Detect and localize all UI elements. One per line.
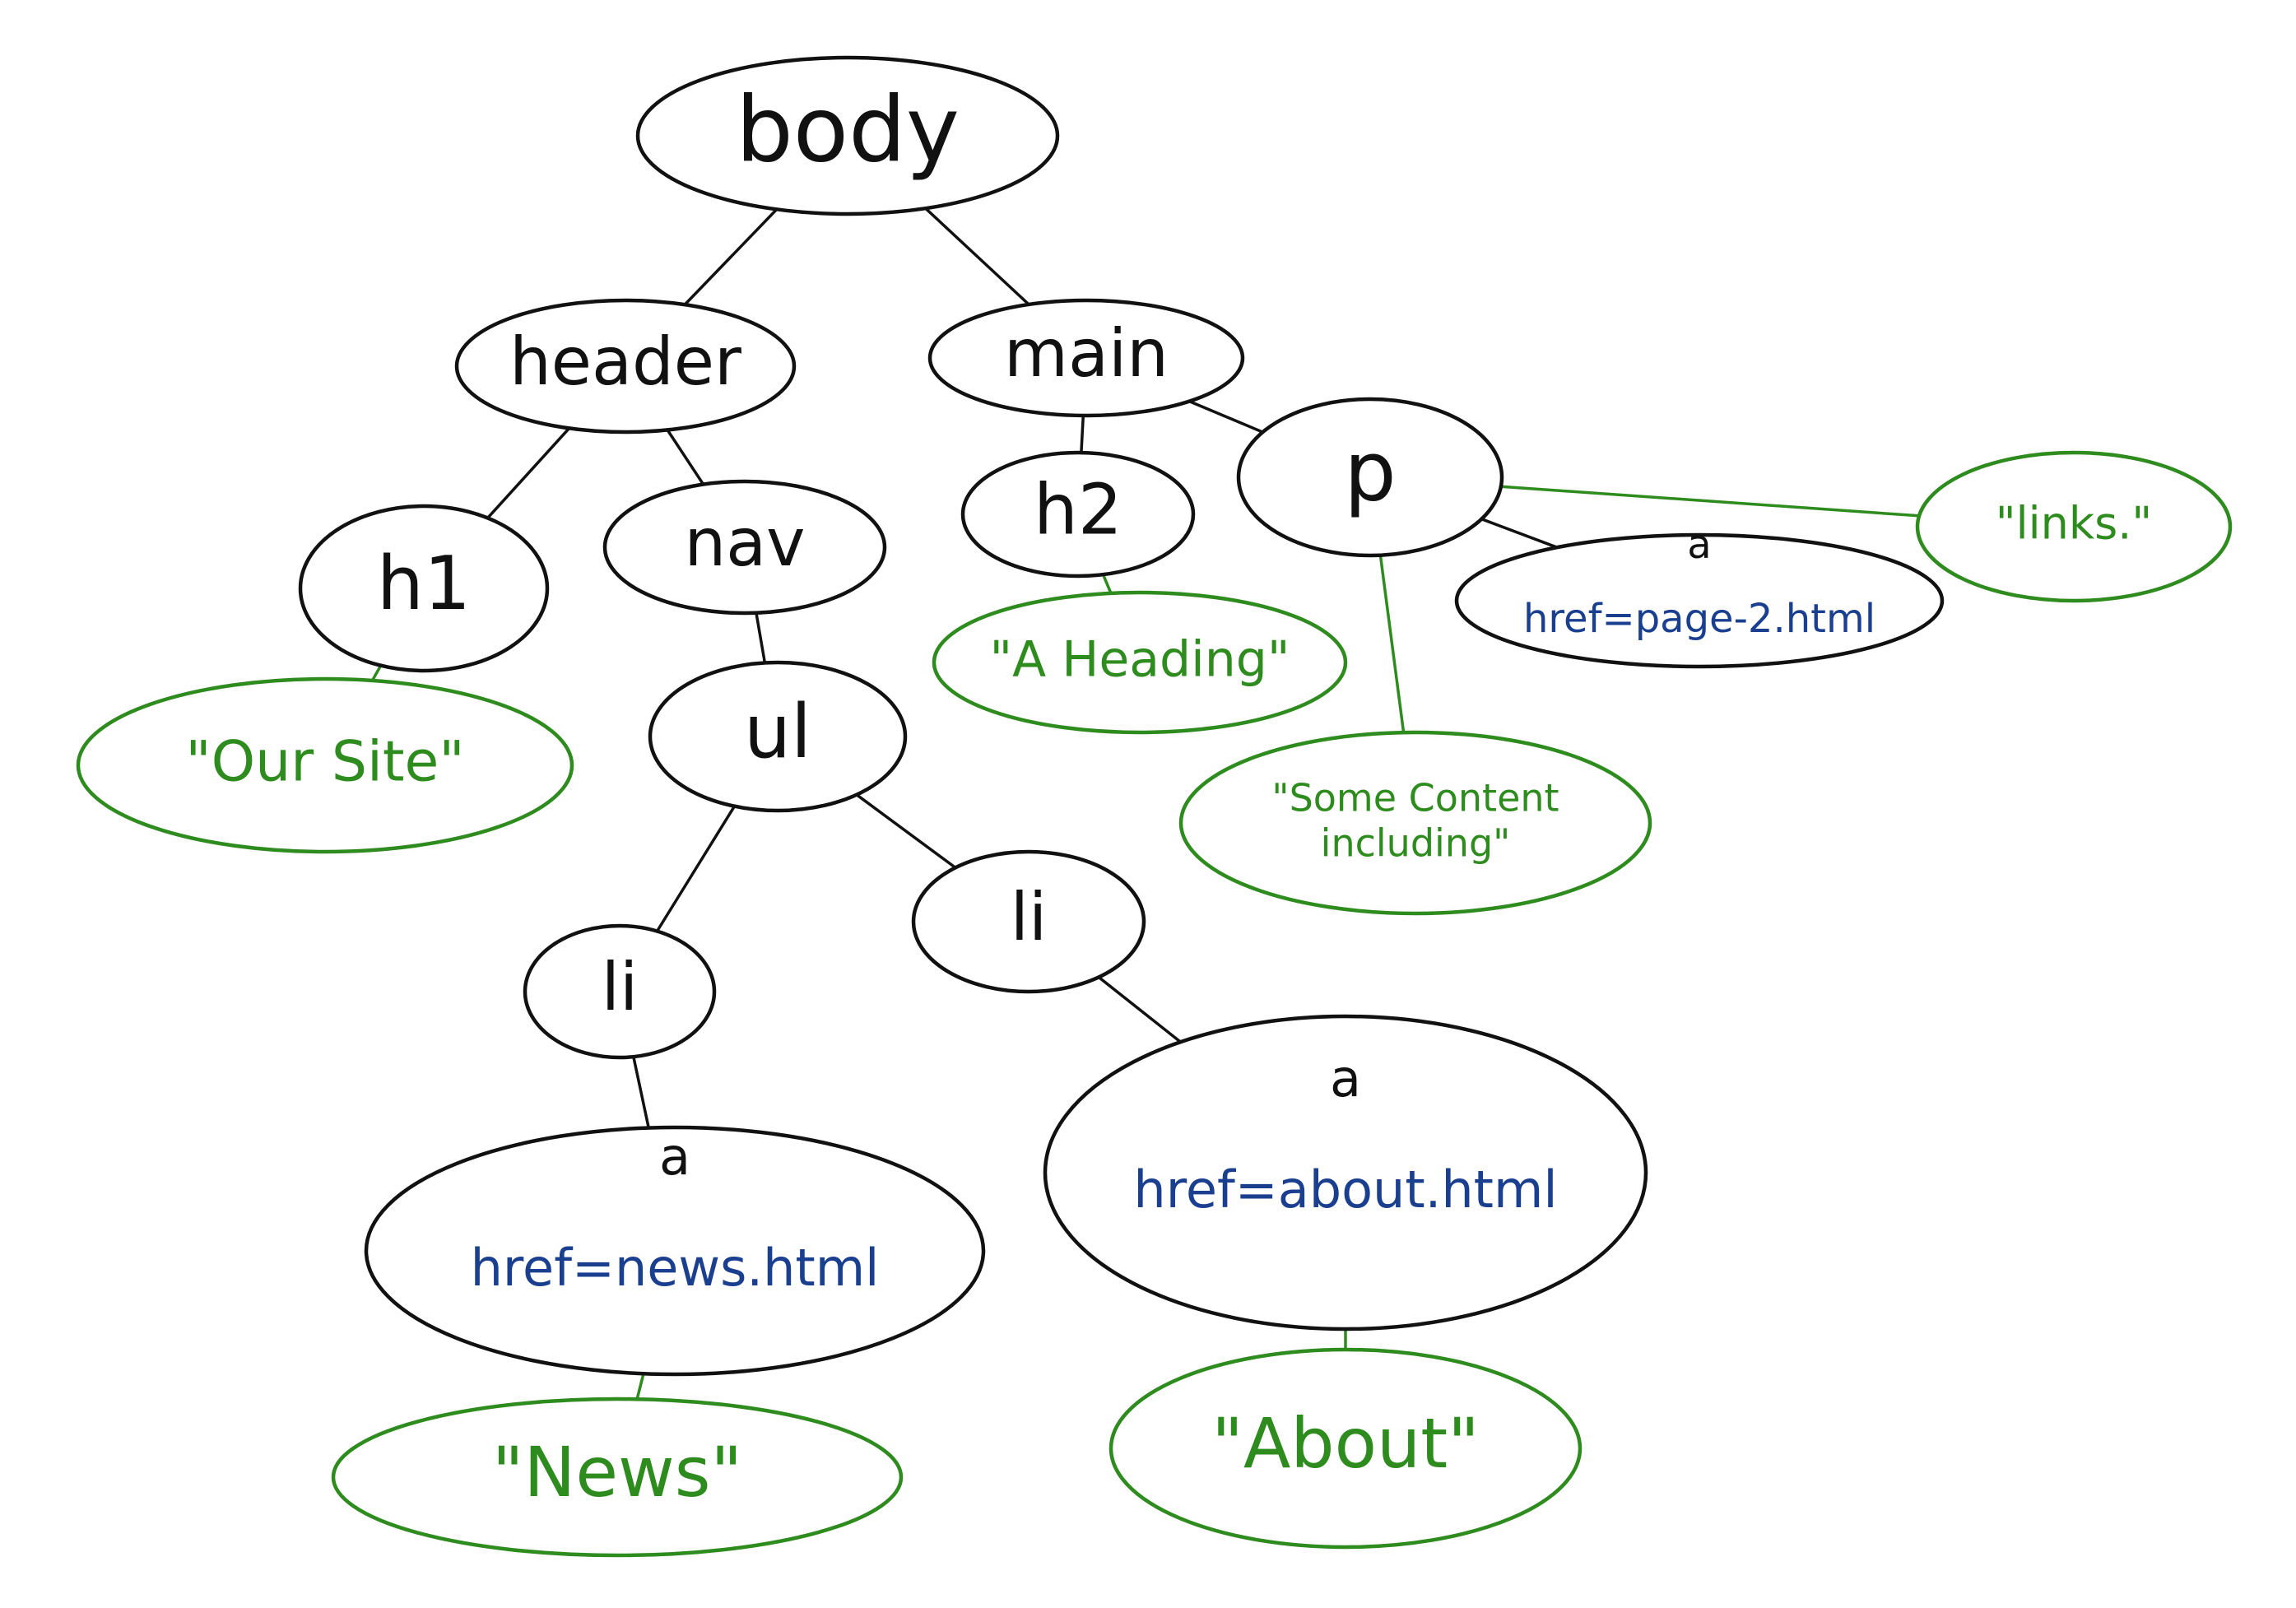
node-tag-a_page2: a xyxy=(1687,522,1711,568)
node-shape-li2 xyxy=(911,849,1146,994)
edge-p-a_page2 xyxy=(1480,517,1559,549)
node-li1: li xyxy=(523,923,717,1060)
node-shape-main xyxy=(927,298,1245,418)
node-shape-header xyxy=(454,298,797,435)
node-shape-t_heading xyxy=(932,590,1348,735)
node-t_oursite: "Our Site" xyxy=(76,676,574,854)
node-h1: h1 xyxy=(298,504,550,673)
edge-li1-a_news xyxy=(632,1055,650,1130)
node-shape-ul xyxy=(648,660,908,813)
node-main: main xyxy=(927,298,1245,418)
node-label-body: body xyxy=(736,77,960,182)
node-h2: h2 xyxy=(960,450,1196,579)
node-shape-a_about xyxy=(1043,1014,1648,1331)
node-label-li1: li xyxy=(602,949,638,1025)
node-label-nav: nav xyxy=(684,504,805,581)
node-p: p xyxy=(1236,397,1504,558)
node-label-h2: h2 xyxy=(1034,469,1122,551)
node-tag-a_about: a xyxy=(1330,1048,1361,1108)
node-shape-a_news xyxy=(364,1125,986,1377)
node-shape-li1 xyxy=(523,923,717,1060)
node-nav: nav xyxy=(602,479,887,616)
edge-body-header xyxy=(683,207,779,306)
node-label-p: p xyxy=(1344,423,1396,519)
edge-header-h1 xyxy=(486,426,571,520)
edge-p-t_content xyxy=(1378,553,1406,734)
edge-ul-li1 xyxy=(655,804,737,933)
node-body: body xyxy=(635,55,1060,216)
node-t_links: "links." xyxy=(1915,450,2233,603)
node-header: header xyxy=(454,298,797,435)
node-a_about: a href=about.html xyxy=(1043,1014,1648,1331)
node-label-ul: ul xyxy=(744,689,811,775)
node-label-t_about: "About" xyxy=(1211,1403,1480,1484)
edge-a_news-t_news xyxy=(635,1372,645,1401)
node-label-main: main xyxy=(1004,315,1169,392)
node-shape-t_oursite xyxy=(76,676,574,854)
node-shape-t_news xyxy=(331,1397,904,1558)
node-label-header: header xyxy=(509,323,741,400)
node-shape-h1 xyxy=(298,504,550,673)
edge-header-nav xyxy=(666,428,705,486)
edge-h2-t_heading xyxy=(1101,573,1113,595)
node-label-t_news: "News" xyxy=(492,1432,742,1513)
node-label-t_links: "links." xyxy=(1996,498,2152,550)
node-shape-h2 xyxy=(960,450,1196,579)
edge-nav-ul xyxy=(755,611,767,665)
node-label-a_about: href=about.html xyxy=(1133,1160,1557,1220)
nodes-layer: body header main h1 nav h2 p ul li li a href=news.h… xyxy=(76,55,2233,1558)
node-shape-t_about xyxy=(1108,1347,1583,1550)
node-li2: li xyxy=(911,849,1146,994)
node-shape-body xyxy=(635,55,1060,216)
edges-layer xyxy=(370,207,1921,1401)
node-t_about: "About" xyxy=(1108,1347,1583,1550)
node-shape-a_page2 xyxy=(1454,532,1945,669)
edge-body-main xyxy=(923,207,1030,306)
edge-h1-t_oursite xyxy=(370,663,383,682)
node-t_news: "News" xyxy=(331,1397,904,1558)
node-t_heading: "A Heading" xyxy=(932,590,1348,735)
node-a_news: a href=news.html xyxy=(364,1125,986,1377)
node-label-li2: li xyxy=(1011,879,1047,955)
node-a_page2: a href=page-2.html xyxy=(1454,522,1945,669)
node-label-a_page2: href=page-2.html xyxy=(1523,596,1875,642)
node-shape-t_links xyxy=(1915,450,2233,603)
node-shape-p xyxy=(1236,397,1504,558)
edge-main-h2 xyxy=(1080,414,1085,454)
edge-li2-a_about xyxy=(1097,975,1183,1043)
node-label-t_oursite: "Our Site" xyxy=(185,730,464,795)
node-label-t_heading: "A Heading" xyxy=(990,631,1290,689)
node-tag-a_news: a xyxy=(659,1127,690,1187)
node-shape-t_content xyxy=(1178,730,1652,916)
node-ul: ul xyxy=(648,660,908,813)
edge-p-t_links xyxy=(1499,485,1921,518)
edge-ul-li2 xyxy=(855,792,957,870)
node-shape-nav xyxy=(602,479,887,616)
edge-main-p xyxy=(1188,399,1265,434)
node-label-h1: h1 xyxy=(377,541,471,627)
node-label-a_news: href=news.html xyxy=(471,1238,880,1298)
